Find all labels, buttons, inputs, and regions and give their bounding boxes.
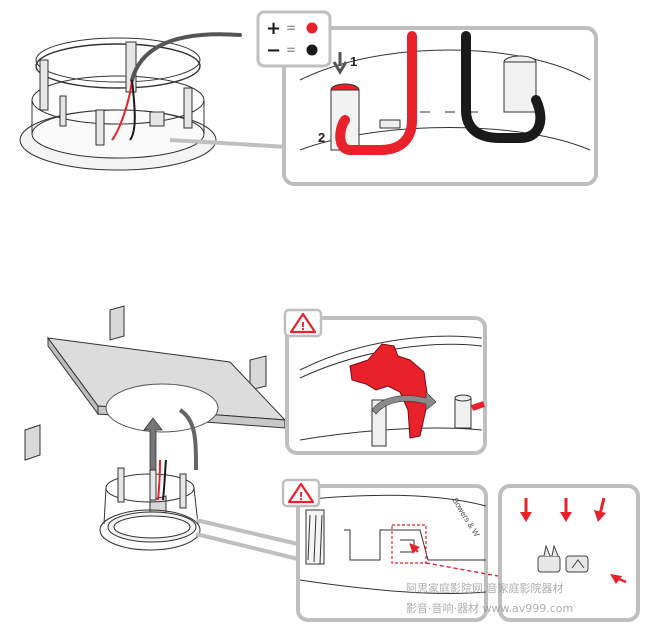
press-arrow-3-icon <box>594 510 606 522</box>
warning-mark-2: ! <box>298 490 303 503</box>
clamp-detail-box <box>285 316 487 455</box>
black-wire <box>461 31 546 143</box>
warning-triangle-icon <box>289 312 317 334</box>
equals-symbol-minus: = <box>286 43 296 57</box>
warning-triangle-icon <box>287 482 315 504</box>
step-2-label: 2 <box>318 130 325 145</box>
top-zoom-connector <box>169 138 289 149</box>
negative-black-dot <box>306 44 318 56</box>
warning-badge-1: ! <box>283 308 323 338</box>
bottom-zoom-connector <box>195 518 303 562</box>
terminal-detail-box: 1 2 <box>282 26 598 186</box>
rotate-arrow-icon <box>371 391 437 415</box>
warning-badge-2: ! <box>281 478 321 508</box>
equals-symbol-plus: = <box>286 21 296 35</box>
finger-press-icon <box>537 544 589 573</box>
watermark-line-1: 阿思家庭影院网 音家庭影院器材 <box>406 581 564 595</box>
lift-up-arrow-icon <box>143 417 163 471</box>
positive-red-dot <box>306 22 318 34</box>
notch-detail-box: Bowers & W <box>296 484 521 622</box>
press-arrow-2-icon <box>560 512 572 522</box>
polarity-legend: + = − = <box>256 10 332 68</box>
warning-mark-1: ! <box>300 320 305 333</box>
notch-highlight <box>391 524 427 564</box>
push-arrow-icon <box>332 52 348 75</box>
through-hole-wire <box>178 408 198 471</box>
step-1-label: 1 <box>350 54 357 69</box>
press-detail-box <box>498 484 640 622</box>
top-speaker-frame-illustration <box>19 32 242 171</box>
red-wire <box>335 31 417 155</box>
notch-pointer-arrow <box>409 543 420 554</box>
red-clamp-lever <box>349 343 429 439</box>
watermark: 阿思家庭影院网 音家庭影院器材 影音·音响·器材 www.av999.com <box>406 581 573 615</box>
watermark-line-2: 影音·音响·器材 www.av999.com <box>406 601 573 615</box>
press-arrow-1-icon <box>520 512 532 522</box>
plus-symbol: + <box>266 18 281 39</box>
bottom-speaker-frame-illustration <box>99 459 201 551</box>
minus-symbol: − <box>266 40 281 61</box>
